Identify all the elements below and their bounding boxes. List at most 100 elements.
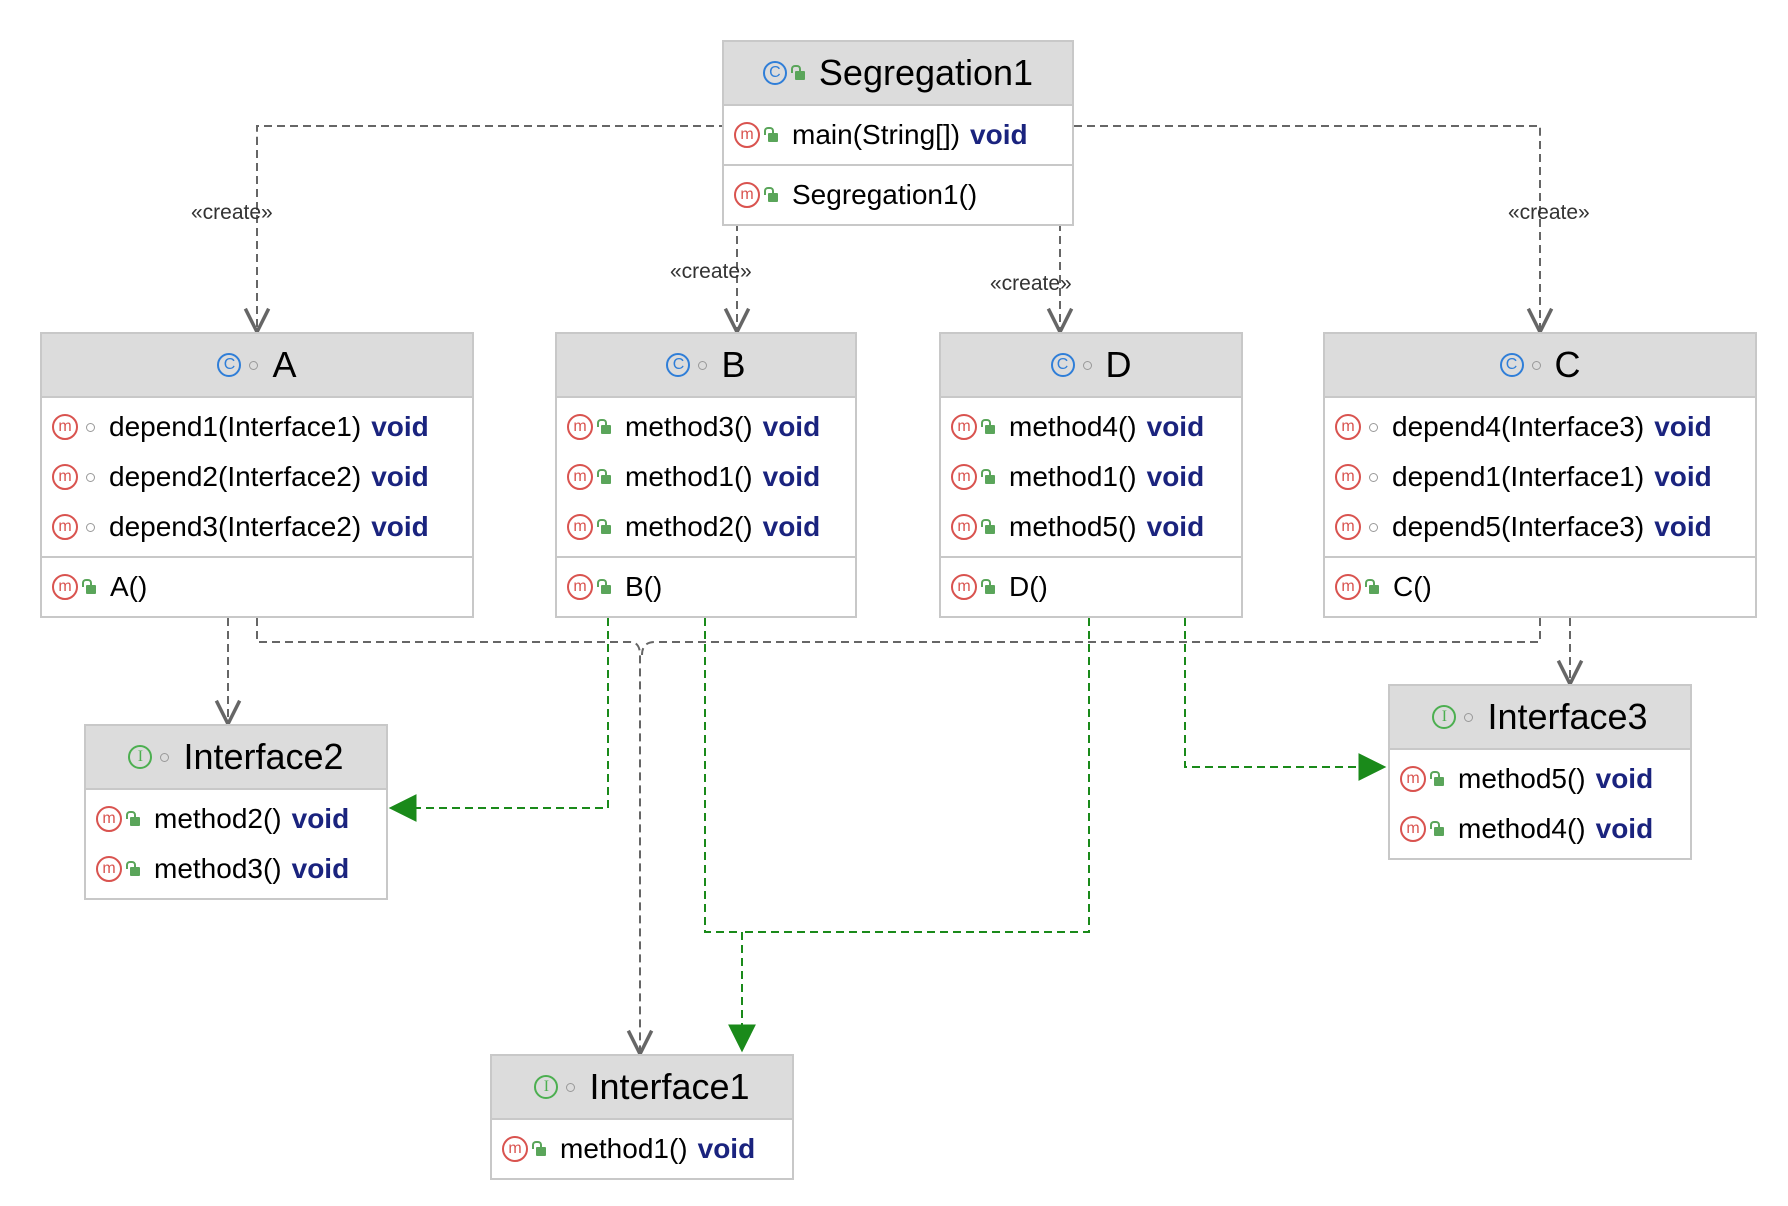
method-row[interactable]: m method1() void xyxy=(492,1124,792,1174)
abstract-method-icon: m xyxy=(96,806,122,832)
package-visibility-icon xyxy=(86,472,95,482)
method-icon: m xyxy=(567,414,593,440)
public-lock-icon xyxy=(764,186,778,202)
method-icon: m xyxy=(1335,414,1361,440)
method-icon: m xyxy=(567,514,593,540)
edge-c-interface1 xyxy=(641,605,1541,656)
class-name: D xyxy=(1105,344,1132,385)
method-name: method1() xyxy=(625,461,753,492)
constructor-row[interactable]: m Segregation1() xyxy=(724,170,1072,220)
public-lock-icon xyxy=(597,418,611,434)
public-lock-icon xyxy=(1430,770,1444,786)
class-icon: C xyxy=(217,353,242,377)
public-lock-icon xyxy=(790,64,805,80)
interface-header: I Interface1 xyxy=(492,1056,792,1120)
public-lock-icon xyxy=(126,860,140,876)
package-visibility-icon xyxy=(1369,522,1378,532)
public-lock-icon xyxy=(126,810,140,826)
method-name: method4() xyxy=(1009,411,1137,442)
public-lock-icon xyxy=(532,1140,546,1156)
method-icon: m xyxy=(52,514,78,540)
interface-header: I Interface2 xyxy=(86,726,386,790)
class-name: B xyxy=(721,344,746,385)
method-icon: m xyxy=(567,464,593,490)
create-label-d: «create» xyxy=(990,272,1072,295)
public-lock-icon xyxy=(82,578,96,594)
method-name: method4() xyxy=(1458,813,1586,844)
method-icon: m xyxy=(734,182,760,208)
method-name: depend4(Interface3) xyxy=(1392,411,1645,442)
method-icon: m xyxy=(567,574,593,600)
package-visibility-icon xyxy=(160,752,170,762)
package-visibility-icon xyxy=(698,360,708,370)
public-lock-icon xyxy=(764,126,778,142)
interface-icon: I xyxy=(128,745,153,769)
interface-name: Interface2 xyxy=(183,736,344,777)
public-lock-icon xyxy=(597,518,611,534)
public-lock-icon xyxy=(981,468,995,484)
method-row[interactable]: m method5() void xyxy=(1390,754,1690,804)
method-row[interactable]: m main(String[])void xyxy=(724,110,1072,160)
create-label-b: «create» xyxy=(670,260,752,283)
method-row[interactable]: m depend4(Interface3) void xyxy=(1325,402,1755,452)
method-name: method5() xyxy=(1458,763,1586,794)
public-lock-icon xyxy=(981,578,995,594)
package-visibility-icon xyxy=(1369,472,1378,482)
return-type: void xyxy=(762,461,821,492)
interface-interface1[interactable]: I Interface1 m method1() void xyxy=(490,1054,794,1180)
return-type: void xyxy=(371,511,429,542)
package-visibility-icon xyxy=(86,422,95,432)
constructor-name: B() xyxy=(625,571,663,602)
constructor-name: D() xyxy=(1009,571,1048,602)
class-segregation1[interactable]: C Segregation1 m main(String[])void m Se… xyxy=(722,40,1074,226)
method-icon: m xyxy=(951,414,977,440)
method-name: method2() xyxy=(154,803,282,834)
public-lock-icon xyxy=(1365,578,1379,594)
method-row[interactable]: m method4() void xyxy=(941,402,1241,452)
method-row[interactable]: m method3() void xyxy=(557,402,855,452)
return-type: void xyxy=(1146,511,1205,542)
method-name: method1() xyxy=(560,1133,688,1164)
method-icon: m xyxy=(1335,574,1361,600)
create-edge-a xyxy=(257,125,727,332)
return-type: void xyxy=(1654,411,1712,442)
return-type: void xyxy=(1595,763,1654,794)
constructor-row[interactable]: m B() xyxy=(557,562,855,612)
public-lock-icon xyxy=(1430,820,1444,836)
method-name: method2() xyxy=(625,511,753,542)
package-visibility-icon xyxy=(1082,360,1092,370)
return-type: void xyxy=(970,119,1028,150)
return-type: void xyxy=(697,1133,756,1164)
return-type: void xyxy=(762,411,821,442)
class-icon: C xyxy=(1050,353,1075,377)
abstract-method-icon: m xyxy=(502,1136,528,1162)
public-lock-icon xyxy=(981,418,995,434)
method-icon: m xyxy=(52,414,78,440)
method-row[interactable]: m method1() void xyxy=(557,452,855,502)
package-visibility-icon xyxy=(1531,360,1541,370)
package-visibility-icon xyxy=(86,522,95,532)
abstract-method-icon: m xyxy=(1400,766,1426,792)
method-name: method3() xyxy=(625,411,753,442)
return-type: void xyxy=(1146,411,1205,442)
